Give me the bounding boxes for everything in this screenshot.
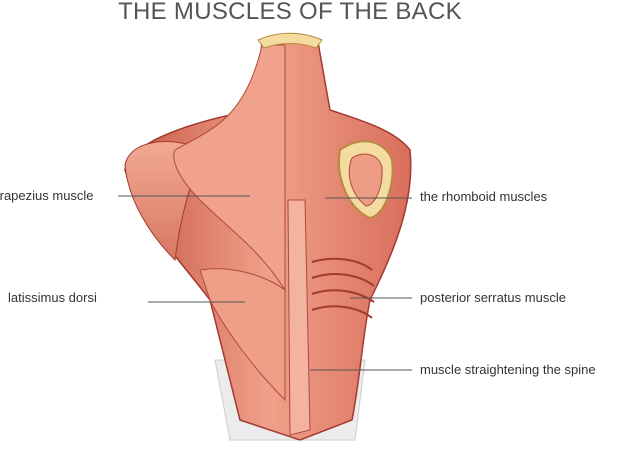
label-trapezius: trapezius muscle (0, 188, 94, 203)
neck-vertebra (257, 32, 323, 49)
serratus-bands (311, 257, 375, 319)
trapezius (173, 44, 286, 292)
erector-spinae (287, 199, 311, 436)
label-serratus: posterior serratus muscle (420, 290, 566, 305)
label-spine: muscle straightening the spine (420, 362, 596, 377)
label-latissimus: latissimus dorsi (8, 290, 97, 305)
diagram-title: THE MUSCLES OF THE BACK (118, 0, 462, 25)
label-rhomboid: the rhomboid muscles (420, 189, 548, 204)
leader-lines (118, 195, 412, 371)
